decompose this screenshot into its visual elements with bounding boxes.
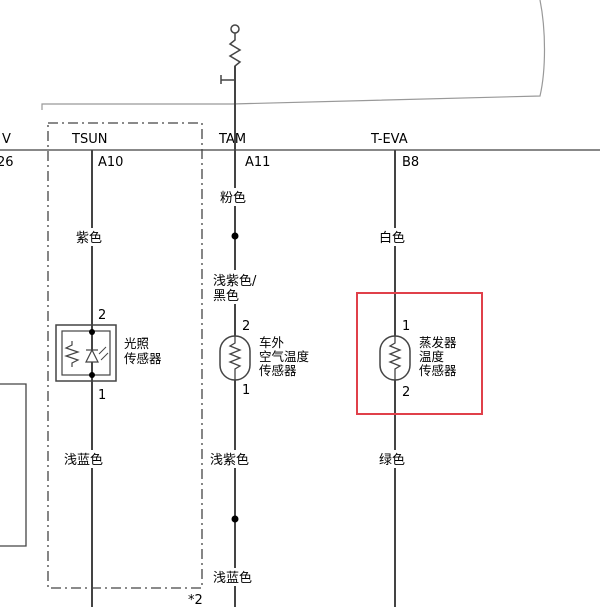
wire-color-label: 紫色 — [76, 230, 102, 246]
adjacent-component-box — [0, 383, 27, 547]
thermistor-symbol — [379, 335, 411, 381]
wire-label-bg — [74, 228, 110, 246]
sensor-name: 光照 — [124, 336, 149, 351]
pin-label-a10: A10 — [98, 155, 123, 170]
wire-color-label: 浅紫色/ — [213, 273, 257, 289]
sensor-name: 传感器 — [259, 363, 297, 378]
sensor-pin-label: 2 — [98, 308, 106, 323]
sensor-name: 传感器 — [124, 351, 162, 366]
pin-label-a11: A11 — [245, 155, 270, 170]
sensor-name: 空气温度 — [259, 349, 310, 364]
sensor-pin-label: 1 — [242, 383, 250, 398]
ground-symbol — [220, 24, 242, 104]
pin-label-b8: B8 — [402, 155, 419, 170]
wire-color-label: 浅紫色 — [210, 452, 249, 468]
branch-tam: TAM A11 粉色 浅紫色/ 黑色 2 1 车外 空气温度 传感器 浅紫色 浅… — [208, 66, 310, 607]
wire-label-bg — [377, 228, 411, 246]
wire-label-bg — [211, 270, 261, 304]
left-terminal-label: V — [2, 132, 11, 147]
wire-color-label: 浅蓝色 — [213, 570, 252, 586]
left-pin-label: 26 — [0, 155, 14, 170]
wire-color-label: 白色 — [379, 230, 405, 246]
sensor-pin-label: 1 — [98, 388, 106, 403]
branch-t-eva: T-EVA B8 白色 1 2 蒸发器 温度 传感器 绿色 — [356, 132, 483, 607]
highlight-box — [356, 292, 483, 415]
terminal-label-tam: TAM — [218, 132, 246, 147]
sensor-name: 温度 — [419, 349, 445, 364]
light-sensor-symbol — [55, 322, 117, 384]
wire-label-bg — [218, 188, 252, 206]
ecu-housing-outline — [41, 0, 546, 110]
sensor-name: 传感器 — [419, 363, 457, 378]
terminal-label-t-eva: T-EVA — [370, 132, 408, 147]
wire-label-bg — [377, 450, 411, 468]
shield-box — [47, 122, 203, 589]
sensor-pin-label: 2 — [402, 385, 410, 400]
wire-color-label: 浅蓝色 — [64, 452, 103, 468]
thermistor-symbol — [219, 335, 251, 381]
wire-label-bg — [62, 450, 110, 468]
wire-color-label: 绿色 — [379, 452, 405, 468]
sensor-pin-label: 1 — [402, 319, 410, 334]
splice-dot — [231, 232, 239, 240]
wire-label-bg — [208, 450, 256, 468]
wire-label-bg — [211, 568, 259, 586]
terminal-label-tsun: TSUN — [71, 132, 107, 147]
splice-dot — [231, 515, 239, 523]
sensor-name: 蒸发器 — [419, 335, 457, 350]
branch-tsun: TSUN A10 紫色 浅蓝色 2 1 光照 传感器 — [55, 132, 162, 607]
sensor-name: 车外 — [259, 335, 285, 350]
wire-color-label: 黑色 — [213, 288, 239, 304]
footnote-label: *2 — [188, 593, 203, 607]
wire-color-label: 粉色 — [220, 190, 246, 206]
sensor-pin-label: 2 — [242, 319, 250, 334]
